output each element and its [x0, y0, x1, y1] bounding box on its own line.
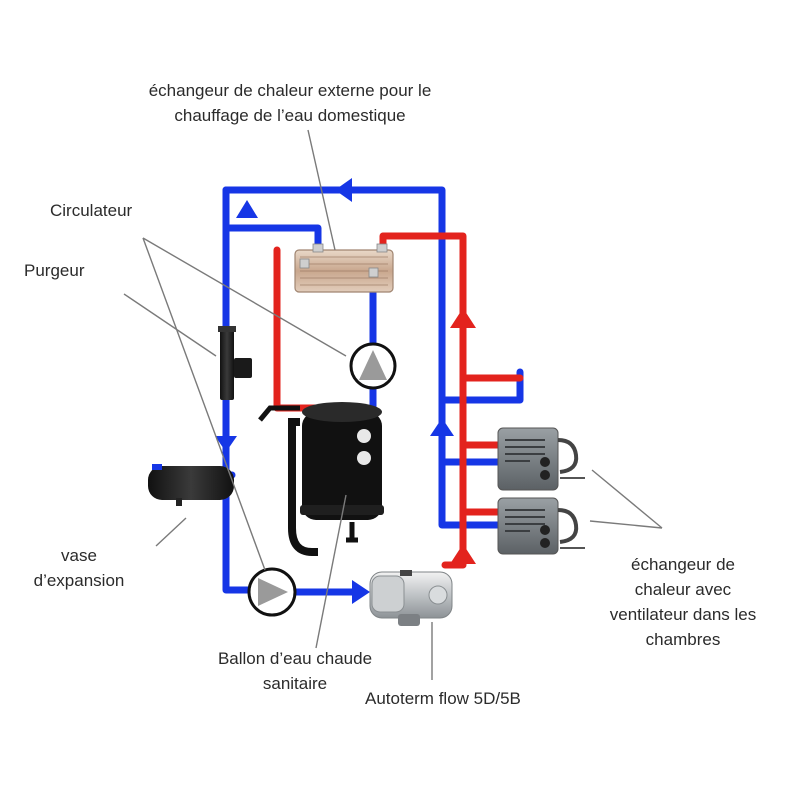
arrow-right-icon	[352, 580, 370, 604]
label-circulator: Circulateur	[50, 198, 132, 223]
external-heat-exchanger	[294, 243, 394, 293]
label-line: échangeur de	[631, 555, 735, 574]
expansion-vessel	[148, 464, 234, 506]
leader-circulator-upper	[142, 237, 347, 357]
label-external-exchanger: échangeur de chaleur externe pour le cha…	[95, 78, 485, 128]
label-line: d’expansion	[33, 571, 125, 590]
room-fan-heater-upper	[497, 427, 585, 491]
leader-tank	[315, 494, 347, 649]
label-line: chambres	[645, 630, 721, 649]
leader-room-exchanger-lower	[589, 520, 663, 529]
leader-bleeder	[123, 293, 217, 357]
label-autoterm-heater: Autoterm flow 5D/5B	[365, 686, 521, 711]
label-bleeder: Purgeur	[24, 258, 84, 283]
label-line: ventilateur dans les	[609, 605, 757, 624]
room-fan-heater-lower	[497, 497, 585, 555]
label-line: Autoterm flow 5D/5B	[365, 689, 521, 708]
label-line: échangeur de chaleur externe pour le	[148, 81, 432, 100]
hot-water-tank	[258, 402, 384, 556]
leader-external-exchanger	[307, 129, 336, 251]
leader-circulator-lower	[142, 237, 266, 571]
flow-arrows	[215, 178, 476, 604]
arrow-up-icon	[236, 200, 258, 218]
label-line: Ballon d’eau chaude	[217, 649, 373, 668]
arrow-left-icon	[335, 178, 352, 202]
arrow-up-icon	[450, 308, 476, 328]
label-hot-water-tank: Ballon d’eau chaude sanitaire	[185, 646, 405, 696]
label-line: sanitaire	[262, 674, 328, 693]
arrow-up-icon	[450, 544, 476, 564]
arrow-up-icon	[430, 418, 454, 436]
leader-lines	[123, 129, 663, 680]
circulator-pump-lower	[247, 567, 297, 617]
circulator-pump-upper	[349, 342, 397, 390]
autoterm-heater	[369, 570, 453, 626]
label-line: Purgeur	[24, 261, 85, 280]
label-expansion-vessel: vase d’expansion	[4, 543, 154, 593]
label-line: Circulateur	[50, 201, 133, 220]
label-line: chauffage de l’eau domestique	[174, 106, 406, 125]
leader-expansion	[155, 517, 187, 547]
label-line: vase	[61, 546, 97, 565]
label-room-exchanger: échangeur de chaleur avec ventilateur da…	[578, 552, 788, 652]
air-bleeder	[218, 326, 252, 400]
hot-pipe-network	[273, 232, 524, 569]
label-line: chaleur avec	[634, 580, 732, 599]
arrow-down-icon	[215, 436, 237, 452]
leader-room-exchanger-upper	[591, 469, 663, 529]
